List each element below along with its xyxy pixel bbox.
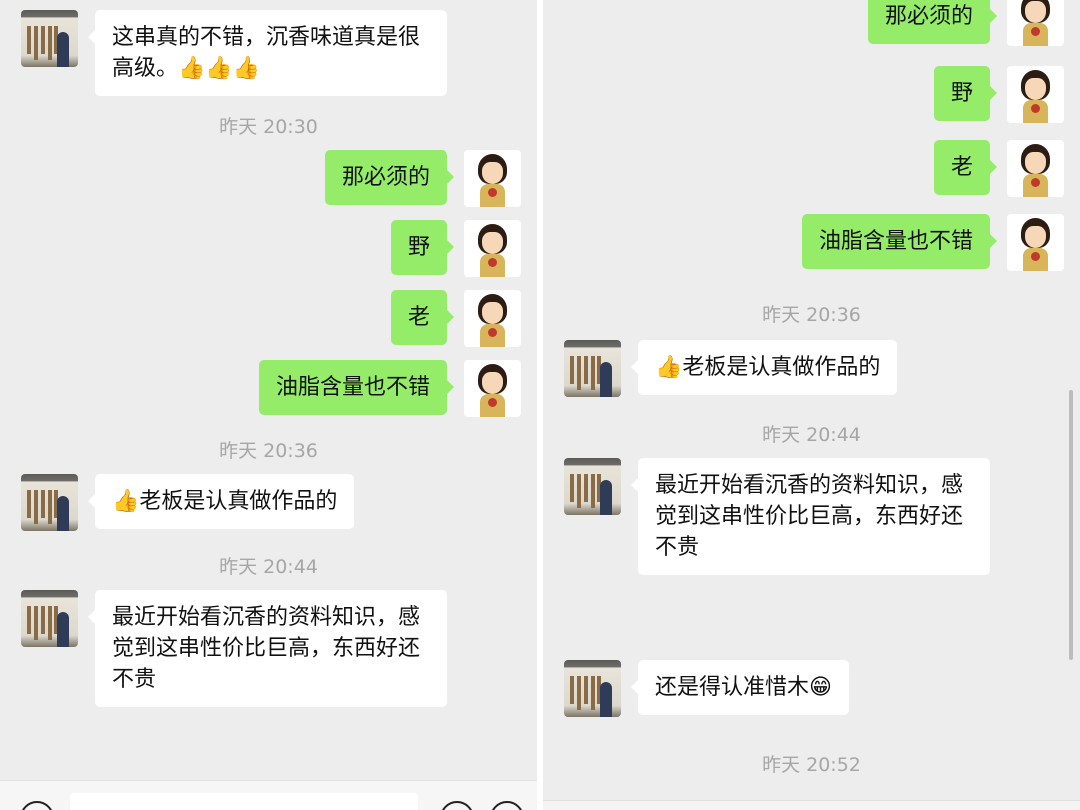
timestamp: 昨天 20:30 [219, 116, 318, 138]
photo-detail [34, 490, 38, 524]
my-avatar[interactable] [464, 290, 521, 347]
my-avatar[interactable] [1007, 66, 1064, 123]
contact-avatar[interactable] [564, 458, 621, 515]
avatar-flower [488, 258, 497, 267]
avatar-face [482, 232, 503, 254]
chat-screenshot-right: 那必须的野老油脂含量也不错昨天 20:36 👍老板是认真做作品的昨天 20:44 最… [543, 0, 1080, 810]
photo-detail [584, 356, 588, 384]
received-message[interactable]: 还是得认准惜木😁 [631, 660, 849, 715]
timestamp: 昨天 20:36 [762, 304, 861, 326]
photo-detail [591, 676, 595, 710]
photo-detail [600, 480, 612, 515]
avatar-face [1025, 226, 1046, 248]
avatar-face [482, 162, 503, 184]
photo-detail [597, 356, 601, 384]
photo-detail [597, 474, 601, 502]
message-input[interactable] [70, 793, 418, 810]
timestamp: 昨天 20:44 [762, 424, 861, 446]
scrollbar[interactable] [1069, 390, 1073, 660]
photo-detail [584, 474, 588, 502]
sent-message[interactable]: 那必须的 [324, 150, 455, 205]
avatar-flower [1031, 252, 1040, 261]
my-avatar[interactable] [464, 150, 521, 207]
avatar-face [482, 372, 503, 394]
photo-detail [577, 676, 581, 710]
avatar-face [1025, 152, 1046, 174]
contact-avatar[interactable] [564, 340, 621, 397]
photo-detail [48, 26, 52, 60]
photo-detail [570, 474, 574, 502]
photo-detail [57, 612, 69, 647]
received-message[interactable]: 这串真的不错，沉香味道真是很高级。👍👍👍 [88, 10, 447, 96]
contact-avatar[interactable] [564, 660, 621, 717]
voice-icon[interactable] [20, 801, 54, 810]
contact-avatar[interactable] [21, 10, 78, 67]
my-avatar[interactable] [464, 360, 521, 417]
chat-input-bar [543, 800, 1080, 810]
sent-message[interactable]: 野 [390, 220, 455, 275]
avatar-flower [488, 398, 497, 407]
photo-detail [584, 676, 588, 704]
sent-message[interactable]: 那必须的 [867, 0, 998, 44]
avatar-flower [1031, 178, 1040, 187]
photo-detail [34, 26, 38, 60]
sent-message[interactable]: 油脂含量也不错 [801, 214, 998, 269]
avatar-flower [488, 328, 497, 337]
timestamp: 昨天 20:36 [219, 440, 318, 462]
received-message[interactable]: 最近开始看沉香的资料知识，感觉到这串性价比巨高，东西好还不贵 [631, 458, 990, 575]
photo-detail [41, 606, 45, 634]
photo-detail [591, 356, 595, 390]
sent-message[interactable]: 老 [933, 140, 998, 195]
avatar-face [1025, 78, 1046, 100]
timestamp: 昨天 20:52 [762, 754, 861, 776]
my-avatar[interactable] [1007, 0, 1064, 46]
photo-detail [41, 490, 45, 518]
avatar-flower [1031, 27, 1040, 36]
avatar-flower [1031, 104, 1040, 113]
photo-detail [600, 362, 612, 397]
received-message[interactable]: 👍老板是认真做作品的 [87, 474, 355, 529]
photo-detail [34, 606, 38, 640]
contact-avatar[interactable] [21, 590, 78, 647]
sent-message[interactable]: 野 [933, 66, 998, 121]
photo-detail [48, 606, 52, 640]
my-avatar[interactable] [1007, 214, 1064, 271]
photo-detail [27, 606, 31, 634]
photo-detail [54, 26, 58, 54]
photo-detail [577, 474, 581, 508]
photo-detail [570, 676, 574, 704]
avatar-face [482, 302, 503, 324]
photo-detail [597, 676, 601, 704]
emoji-icon[interactable] [440, 801, 474, 810]
photo-detail [57, 32, 69, 67]
received-message[interactable]: 最近开始看沉香的资料知识，感觉到这串性价比巨高，东西好还不贵 [88, 590, 447, 707]
chat-input-bar [0, 780, 537, 810]
photo-detail [600, 682, 612, 717]
photo-detail [27, 26, 31, 54]
photo-detail [570, 356, 574, 384]
timestamp: 昨天 20:44 [219, 556, 318, 578]
photo-detail [57, 496, 69, 531]
photo-detail [41, 26, 45, 54]
my-avatar[interactable] [1007, 140, 1064, 197]
avatar-face [1025, 1, 1046, 23]
sent-message[interactable]: 老 [390, 290, 455, 345]
photo-detail [27, 490, 31, 518]
photo-detail [54, 490, 58, 518]
photo-detail [54, 606, 58, 634]
sent-message[interactable]: 油脂含量也不错 [258, 360, 455, 415]
photo-detail [48, 490, 52, 524]
plus-icon[interactable] [490, 801, 524, 810]
photo-detail [591, 474, 595, 508]
avatar-flower [488, 188, 497, 197]
contact-avatar[interactable] [21, 474, 78, 531]
my-avatar[interactable] [464, 220, 521, 277]
chat-screenshot-left: 这串真的不错，沉香味道真是很高级。👍👍👍 昨天 20:30 那必须的野老油脂含量也不… [0, 0, 537, 810]
received-message[interactable]: 👍老板是认真做作品的 [630, 340, 898, 395]
photo-detail [577, 356, 581, 390]
